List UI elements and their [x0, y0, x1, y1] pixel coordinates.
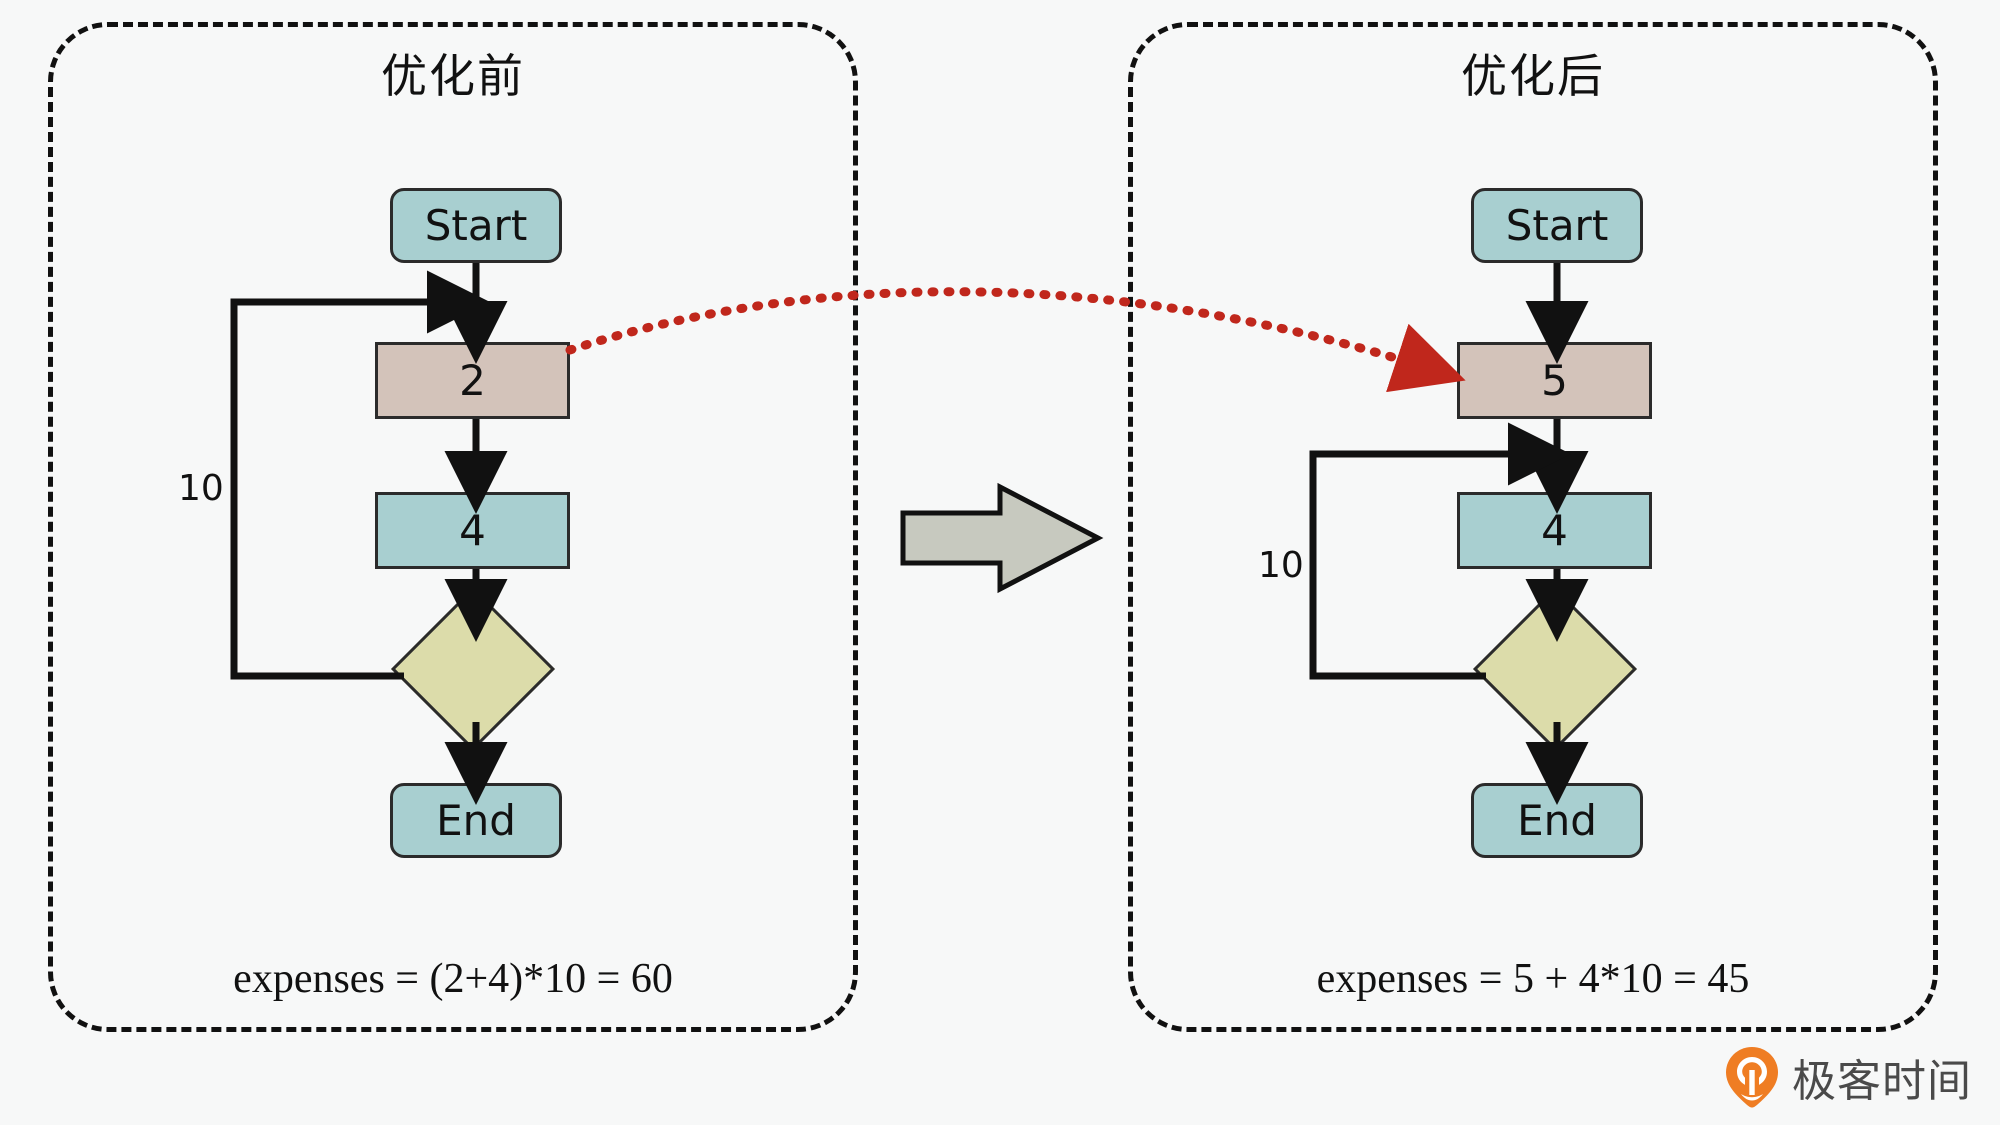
after-node-step-5[interactable]: 5 — [1457, 342, 1652, 419]
panel-before-title: 优化前 — [381, 49, 525, 103]
watermark-text: 极客时间 — [1792, 1056, 1972, 1107]
panel-before-optimization — [48, 22, 858, 1032]
before-node-decision[interactable] — [375, 586, 570, 752]
geektime-logo-icon — [1726, 1047, 1778, 1108]
panel-after-title: 优化后 — [1461, 49, 1605, 103]
after-node-start[interactable]: Start — [1471, 188, 1643, 263]
after-node-step-4[interactable]: 4 — [1457, 492, 1652, 569]
before-expenses-formula: expenses = (2+4)*10 = 60 — [233, 956, 673, 1002]
before-node-step-4[interactable]: 4 — [375, 492, 570, 569]
after-loop-count-label: 10 — [1258, 545, 1304, 586]
watermark: 极客时间 — [1724, 1045, 1972, 1109]
right-block-arrow-icon — [900, 482, 1104, 594]
before-loop-count-label: 10 — [178, 468, 224, 509]
after-node-decision[interactable] — [1457, 586, 1652, 752]
before-node-start[interactable]: Start — [390, 188, 562, 263]
after-expenses-formula: expenses = 5 + 4*10 = 45 — [1316, 956, 1750, 1002]
panel-after-optimization — [1128, 22, 1938, 1032]
after-node-end[interactable]: End — [1471, 783, 1643, 858]
before-node-step-2[interactable]: 2 — [375, 342, 570, 419]
before-node-end[interactable]: End — [390, 783, 562, 858]
